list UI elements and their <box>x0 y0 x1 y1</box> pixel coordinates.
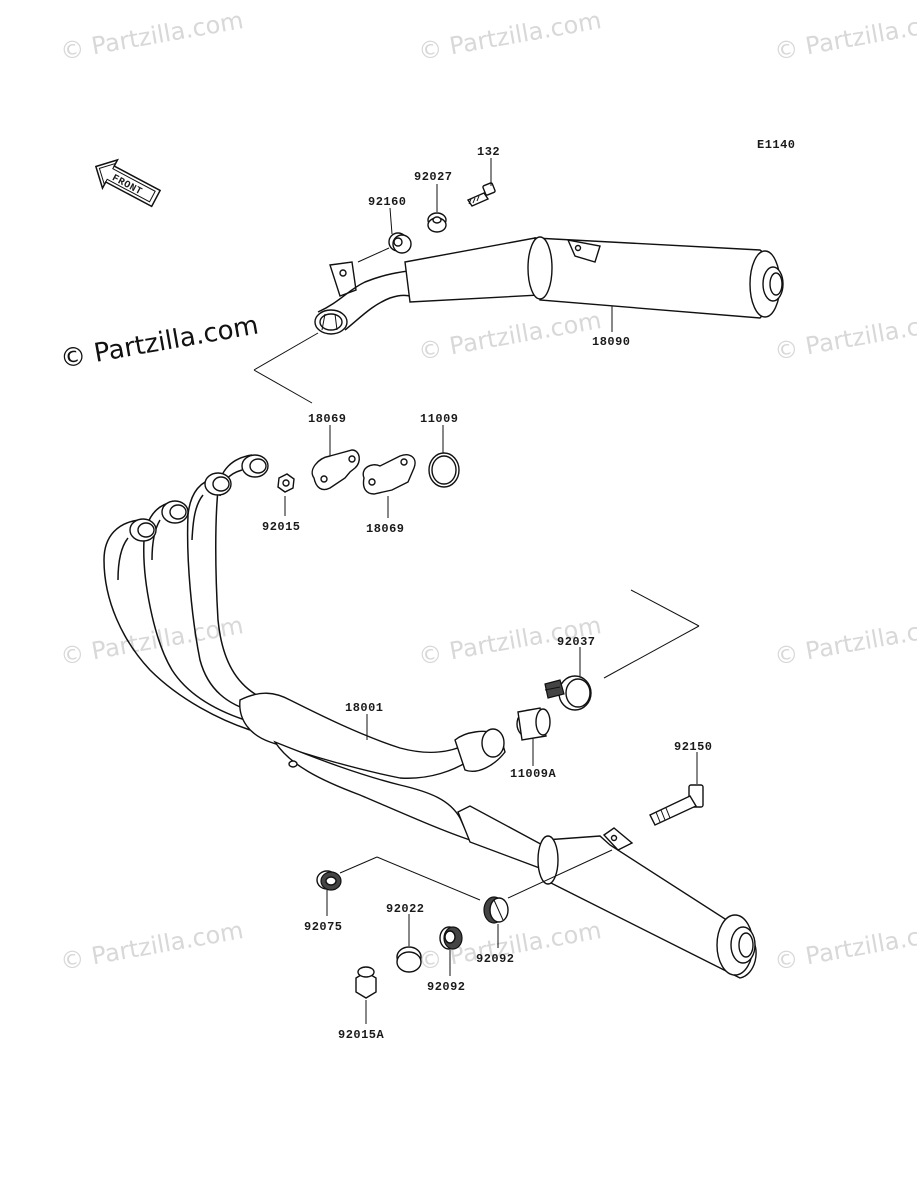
label-11009A: 11009A <box>510 767 557 781</box>
collar-92092-left <box>439 926 463 950</box>
watermark: © Partzilla.com <box>772 611 917 671</box>
watermark: © Partzilla.com <box>772 306 917 366</box>
label-92015A: 92015A <box>338 1028 385 1042</box>
holder-18069-top <box>311 449 360 491</box>
label-11009: 11009 <box>420 412 459 426</box>
nut-92075 <box>316 870 342 891</box>
leader-lines-upper <box>253 158 613 518</box>
nut-92015 <box>277 473 295 493</box>
label-92160: 92160 <box>368 195 407 209</box>
collar-92092-right <box>483 896 509 924</box>
grommet-92027 <box>427 212 447 233</box>
muffler-lower <box>537 827 757 979</box>
bolt-92150 <box>649 784 704 826</box>
watermark: © Partzilla.com <box>416 306 603 366</box>
front-arrow-icon: FRONT <box>94 158 162 208</box>
label-18001: 18001 <box>345 701 384 715</box>
label-92092-right: 92092 <box>476 952 515 966</box>
label-92027: 92027 <box>414 170 453 184</box>
label-92022: 92022 <box>386 902 425 916</box>
label-92015: 92015 <box>262 520 301 534</box>
gasket-11009 <box>428 452 460 488</box>
bolt-92015A <box>355 966 377 999</box>
watermark: © Partzilla.com <box>58 916 245 976</box>
muffler-upper <box>314 236 784 335</box>
label-18090: 18090 <box>592 335 631 349</box>
label-92037: 92037 <box>557 635 596 649</box>
gasket-11009A <box>516 707 551 741</box>
watermark: © Partzilla.com <box>416 6 603 66</box>
header-pipes-18001 <box>103 454 549 871</box>
label-92092-left: 92092 <box>427 980 466 994</box>
label-18069-top: 18069 <box>308 412 347 426</box>
watermark: © Partzilla.com <box>772 6 917 66</box>
watermark: © Partzilla.com <box>772 916 917 976</box>
holder-18069-bottom <box>362 454 416 495</box>
clamp-92037 <box>544 675 592 711</box>
label-92150: 92150 <box>674 740 713 754</box>
grommet-92160 <box>388 232 412 254</box>
leader-lines-lower <box>326 589 700 1024</box>
bolt-132 <box>466 182 496 207</box>
label-92075: 92075 <box>304 920 343 934</box>
main-watermark: © Partzilla.com <box>58 311 261 375</box>
label-18069-bottom: 18069 <box>366 522 405 536</box>
diagram-code: E1140 <box>757 138 796 152</box>
washer-92022 <box>396 946 422 973</box>
watermark: © Partzilla.com <box>58 6 245 66</box>
label-132: 132 <box>477 145 500 159</box>
part-labels: 132 92027 92160 18090 18069 11009 92015 … <box>262 145 713 1042</box>
